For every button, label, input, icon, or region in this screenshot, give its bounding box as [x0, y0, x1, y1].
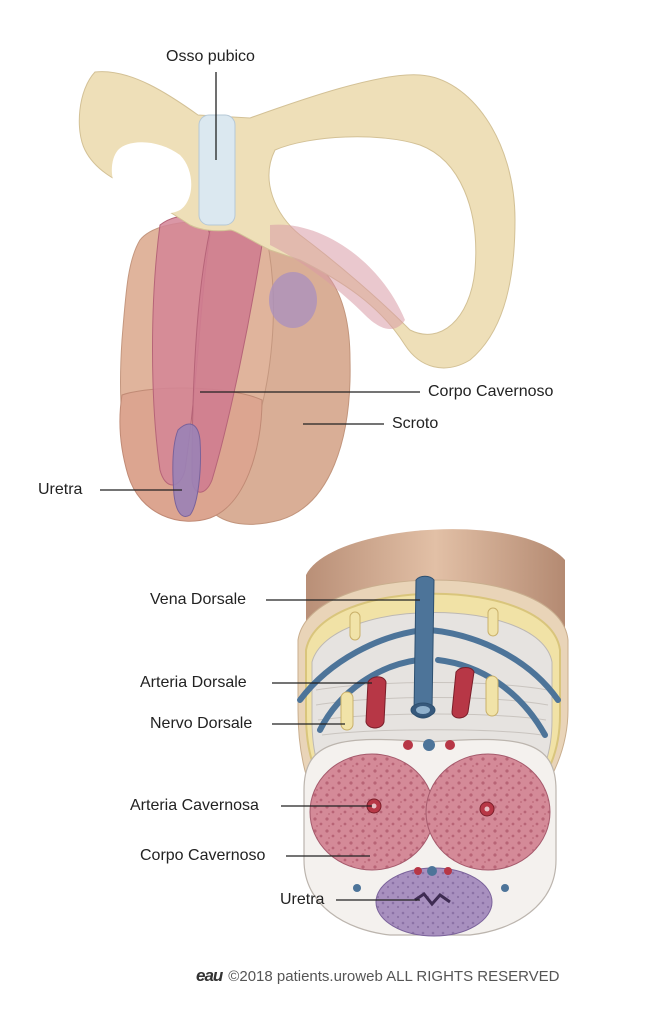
corpus-crus-right [270, 224, 405, 330]
upper-leader-lines [100, 72, 420, 491]
lower-leader-lines [266, 599, 420, 901]
urethra-spongiosum [172, 423, 201, 517]
dorsal-nerves [340, 607, 499, 731]
label-dorsal-artery: Arteria Dorsale [140, 674, 247, 691]
eau-logo: eau [196, 966, 223, 985]
copyright-footer: eau ©2018 patients.uroweb ALL RIGHTS RESE… [196, 966, 560, 986]
label-scrotum: Scroto [392, 415, 439, 432]
label-dorsal-vein: Vena Dorsale [150, 591, 247, 608]
label-urethra-lower: Uretra [280, 891, 325, 908]
label-urethra-upper: Uretra [38, 481, 83, 498]
urethra-lumen [414, 891, 451, 907]
label-corpus-cavernosum-lower: Corpo Cavernoso [140, 847, 266, 864]
pubic-symphysis [198, 114, 236, 226]
dorsal-artery-right [451, 667, 475, 719]
upper-view [78, 71, 516, 525]
corpus-root [269, 272, 317, 328]
label-dorsal-nerve: Nervo Dorsale [150, 715, 253, 732]
cross-section-view [297, 529, 569, 937]
copyright-text: ©2018 patients.uroweb ALL RIGHTS RESERVE… [228, 968, 560, 985]
obturator-left [111, 142, 192, 214]
dorsal-artery-left [365, 676, 387, 729]
label-cavernous-artery: Arteria Cavernosa [130, 797, 259, 814]
dorsal-vein [413, 575, 435, 719]
label-corpus-cavernosum-upper: Corpo Cavernoso [428, 383, 554, 400]
label-pubic-bone: Osso pubico [166, 48, 255, 65]
